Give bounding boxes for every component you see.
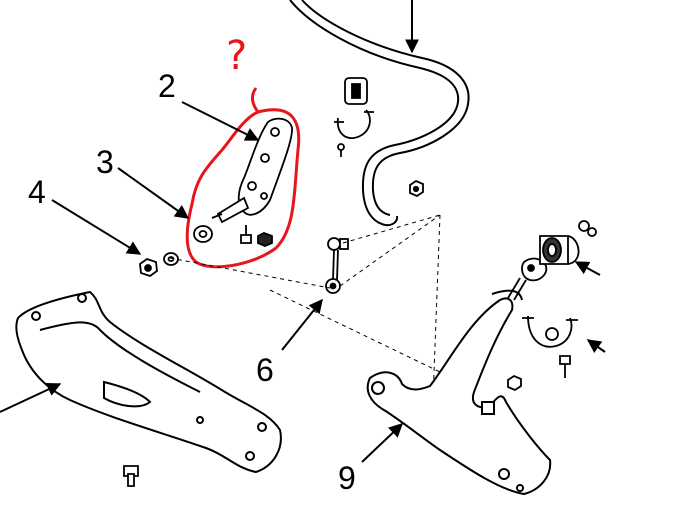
stabilizer-link-part-6 xyxy=(325,237,349,294)
bushing-arrow xyxy=(574,261,601,276)
callout-6: 6 xyxy=(256,352,274,388)
leader-9 xyxy=(361,423,404,463)
arm-nut xyxy=(257,232,273,247)
callout-leaders xyxy=(51,101,404,463)
leader-6 xyxy=(281,298,323,351)
leader-2 xyxy=(181,101,260,141)
crossmember-bolt xyxy=(123,465,139,487)
lower-control-arm-part-9 xyxy=(366,289,552,496)
stabilizer-bushing-bracket xyxy=(334,77,374,157)
washer-part-3 xyxy=(193,225,213,243)
question-mark-annotation: ? xyxy=(226,33,248,79)
bracket-arrow xyxy=(586,339,606,353)
assembly-guide-lines xyxy=(169,214,441,426)
leader-4 xyxy=(51,199,142,255)
callout-2: 2 xyxy=(158,68,176,104)
leader-3 xyxy=(117,167,190,219)
right-small-bolts xyxy=(507,220,597,392)
red-highlight-circle xyxy=(185,87,301,269)
callout-9: 9 xyxy=(338,460,356,496)
control-arm-bushing xyxy=(539,235,580,265)
stabilizer-bar xyxy=(289,0,470,227)
crossmember-arrow xyxy=(0,382,62,413)
crossmember xyxy=(15,290,282,474)
knuckle-arm-part-2 xyxy=(211,117,293,224)
callout-4: 4 xyxy=(28,174,46,210)
nut-part-4 xyxy=(139,252,179,277)
callout-3: 3 xyxy=(96,144,114,180)
stabilizer-nut xyxy=(409,179,424,198)
bushing-bracket xyxy=(522,315,578,348)
arm-bolt xyxy=(240,225,252,244)
